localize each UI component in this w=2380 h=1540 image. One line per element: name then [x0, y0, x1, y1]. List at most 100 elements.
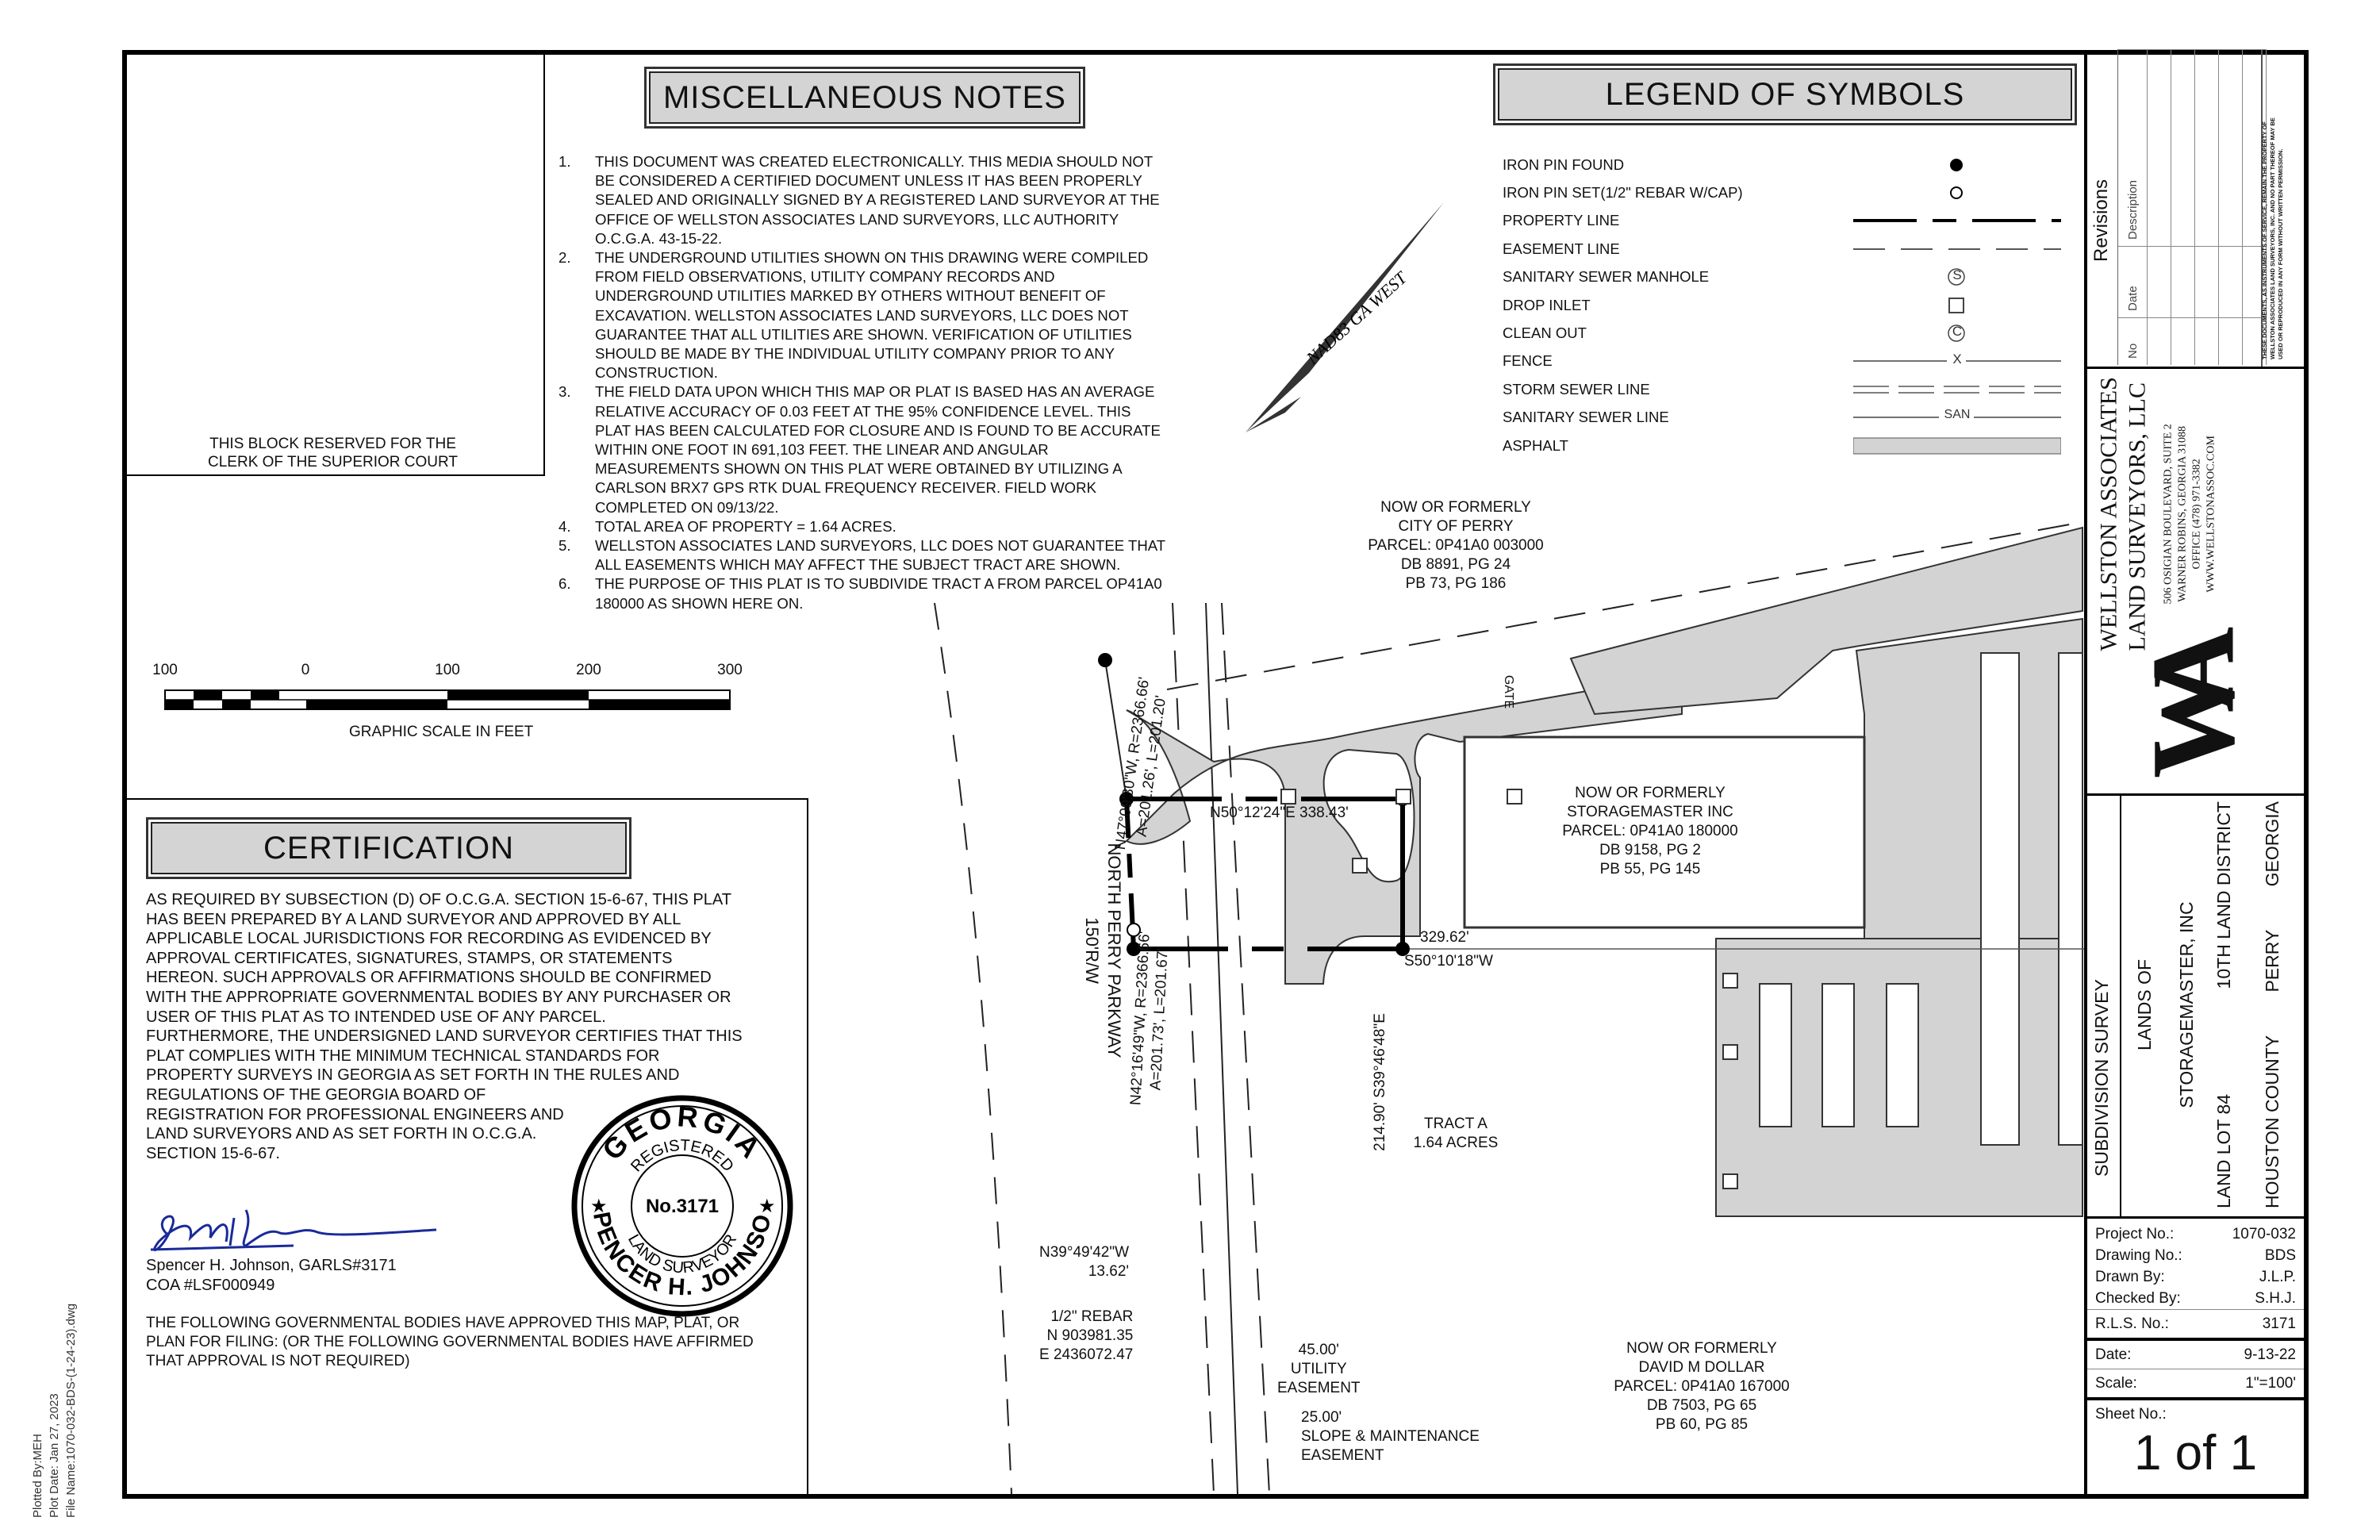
note-number: 5. — [559, 537, 571, 555]
north-arrow-label: NAD83 GA WEST — [1302, 267, 1411, 368]
misc-notes-title: MISCELLANEOUS NOTES — [647, 69, 1083, 126]
legend-glyph: S — [1952, 267, 1962, 283]
iron-pin-set — [1127, 923, 1141, 937]
label-line: PB 60, PG 85 — [1655, 1416, 1749, 1433]
surveyor-seal: GEORGIA REGISTERED LAND SURVEYOR SPENCER… — [570, 1093, 793, 1317]
note-line: FROM FIELD OBSERVATIONS, UTILITY COMPANY… — [595, 268, 1055, 286]
label-line: 1/2" REBAR — [1050, 1308, 1134, 1325]
storagemaster-building — [1463, 735, 1866, 929]
label-line: PARCEL: 0P41A0 167000 — [1614, 1378, 1790, 1395]
misc-notes-list: 1.THIS DOCUMENT WAS CREATED ELECTRONICAL… — [559, 152, 1225, 613]
note-text: THE UNDERGROUND UTILITIES SHOWN ON THIS … — [595, 248, 1148, 382]
signature — [150, 1209, 437, 1252]
label-line: SLOPE & MAINTENANCE — [1301, 1428, 1480, 1445]
firm-address-1: 506 OSIGIAN BOULEVARD, SUITE 2 — [2162, 424, 2175, 605]
firm-phone: OFFICE (478) 971-3382 — [2190, 459, 2203, 570]
label-line: E 2436072.47 — [1039, 1346, 1134, 1363]
gate-label: GATE — [1502, 674, 1516, 709]
revision-row — [2195, 49, 2219, 365]
label-line: EASEMENT — [1301, 1447, 1384, 1464]
title-block — [2084, 50, 2087, 1494]
clerk-block: THIS BLOCK RESERVED FOR THE CLERK OF THE… — [122, 50, 545, 476]
legend-label: STORM SEWER LINE — [1503, 380, 1650, 397]
scale-tick-label: 0 — [301, 662, 310, 678]
sheet-border — [122, 50, 2309, 1499]
double-dash-line-icon — [1853, 378, 2061, 401]
legend-label: IRON PIN SET(1/2" REBAR W/CAP) — [1503, 183, 1743, 201]
note-text: THIS DOCUMENT WAS CREATED ELECTRONICALLY… — [595, 152, 1160, 248]
firm-name-2: LAND SURVEYORS, LLC — [2124, 382, 2151, 651]
note-line: EXCAVATION. WELLSTON ASSOCIATES LAND SUR… — [595, 306, 1129, 324]
legend-label: SANITARY SEWER LINE — [1503, 409, 1669, 426]
label-line: PARCEL: 0P41A0 180000 — [1562, 823, 1738, 839]
note-text: TOTAL AREA OF PROPERTY = 1.64 ACRES. — [595, 517, 896, 536]
label-line: STORAGEMASTER INC — [1567, 804, 1733, 820]
scale-tick-label: 100 — [435, 662, 460, 678]
label-line: EASEMENT — [1277, 1380, 1361, 1396]
info-row: Drawn By:J.L.P. — [2087, 1266, 2304, 1288]
state: GEORGIA — [2262, 801, 2282, 887]
certification-line: LAND SURVEYORS AND AS SET FORTH IN O.C.G… — [146, 1125, 537, 1143]
label-line: PB 55, PG 145 — [1599, 861, 1701, 878]
owner-name: STORAGEMASTER, INC — [2176, 901, 2197, 1108]
revision-row — [2148, 49, 2171, 365]
certification-line: USER OF THIS PLAT AS TO INTENDED USE OF … — [146, 1008, 606, 1026]
certification-line: PROPERTY SURVEYS IN GEORGIA AS SET FORTH… — [146, 1066, 680, 1085]
note-item: 3.THE FIELD DATA UPON WHICH THIS MAP OR … — [559, 382, 1225, 517]
legend-label: FENCE — [1503, 352, 1553, 370]
certification-line: HAS BEEN PREPARED BY A LAND SURVEYOR AND… — [146, 910, 681, 928]
land-lot: LAND LOT 84 — [2213, 1093, 2234, 1208]
label-line: UTILITY — [1290, 1361, 1347, 1377]
firm-website[interactable]: WWW.WELLSTONASSOC.COM — [2205, 436, 2217, 593]
info-value: 1"=100' — [2245, 1375, 2296, 1392]
note-line: PLAT HAS BEEN CALCULATED FOR CLOSURE AND… — [595, 421, 1161, 439]
info-label: R.L.S. No.: — [2095, 1315, 2169, 1332]
note-line: ALL EASEMENTS WHICH MAY AFFECT THE SUBJE… — [595, 556, 1121, 574]
note-text: WELLSTON ASSOCIATES LAND SURVEYORS, LLC … — [595, 536, 1165, 574]
label-line: TRACT A — [1424, 1116, 1488, 1132]
legend-glyph: C — [1952, 323, 1963, 339]
info-value: BDS — [2264, 1247, 2296, 1264]
north-line-label: N50°12'24"E 338.43' — [1210, 805, 1349, 821]
scale-bar — [164, 689, 731, 710]
info-row: Checked By:S.H.J. — [2087, 1288, 2304, 1310]
scale-tick-label: 100 — [152, 662, 178, 678]
filled-circle-icon — [1853, 153, 2061, 177]
note-line: WITHIN ONE FOOT IN 691,103 FEET. THE LIN… — [595, 441, 1049, 459]
legend-item: PROPERTY LINE — [1503, 207, 2061, 235]
certification-line: SECTION 15-6-67. — [146, 1144, 280, 1162]
certification-title: CERTIFICATION — [148, 820, 629, 877]
hollow-circle-icon — [1853, 181, 2061, 205]
note-line: UNDERGROUND UTILITIES MARKED BY OTHERS W… — [595, 287, 1106, 305]
note-text: THE FIELD DATA UPON WHICH THIS MAP OR PL… — [595, 382, 1161, 517]
revision-row — [2219, 49, 2243, 365]
info-value: 9-13-22 — [2244, 1346, 2297, 1363]
note-item: 6.THE PURPOSE OF THIS PLAT IS TO SUBDIVI… — [559, 574, 1225, 613]
revision-row — [2171, 49, 2195, 365]
legend-label: EASEMENT LINE — [1503, 240, 1620, 257]
info-label: Drawn By: — [2095, 1269, 2165, 1285]
road-row: 150'R/W — [1082, 917, 1102, 984]
firm-block: WA WELLSTON ASSOCIATES LAND SURVEYORS, L… — [2084, 367, 2304, 794]
info-label: Drawing No.: — [2095, 1247, 2182, 1264]
info-label: Project No.: — [2095, 1226, 2175, 1242]
label-line: N39°49'42"W — [1039, 1244, 1130, 1261]
info-row: Drawing No.: BDS — [2087, 1245, 2304, 1266]
label-line: NOW OR FORMERLY — [1380, 499, 1531, 516]
north-arrow: NAD83 GA WEST — [1246, 202, 1444, 432]
seal-number: No.3171 — [646, 1196, 719, 1217]
info-value: 3171 — [2262, 1315, 2296, 1332]
south-line-distance: 329.62' — [1420, 929, 1469, 946]
note-line: COMPLETED ON 09/13/22. — [595, 498, 779, 516]
legend-item: IRON PIN FOUND — [1503, 151, 2058, 179]
square-icon — [1853, 294, 2061, 317]
certification-block — [122, 798, 808, 1496]
label-line: DAVID M DOLLAR — [1638, 1359, 1765, 1376]
legend-label: PROPERTY LINE — [1503, 212, 1620, 229]
